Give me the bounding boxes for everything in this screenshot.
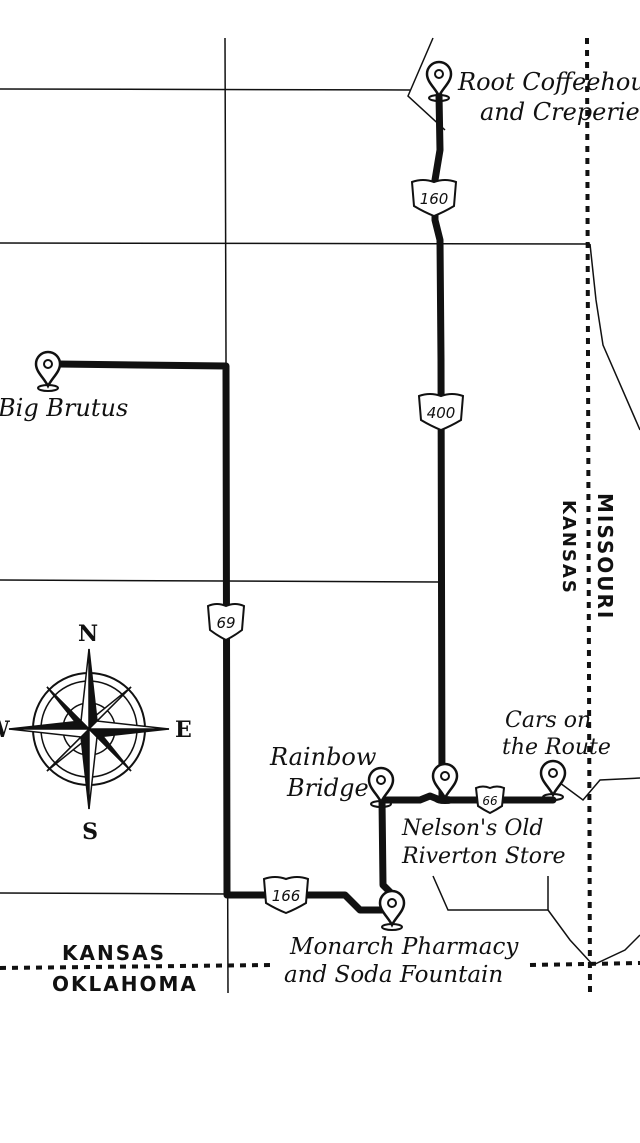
root-coffeehouse-label-line2: and Creperie bbox=[480, 98, 640, 126]
kansas-south-label: KANSAS bbox=[62, 941, 166, 965]
shield-route66: 66 bbox=[474, 785, 506, 815]
cars-on-the-route-label-line2: the Route bbox=[502, 735, 611, 760]
compass-north-label: N bbox=[78, 621, 98, 647]
rainbow-bridge-label-line1: Rainbow bbox=[269, 743, 377, 771]
missouri-label: MISSOURI bbox=[593, 493, 617, 620]
kansas-east-label: KANSAS bbox=[558, 500, 579, 595]
shield-us166: 166 bbox=[262, 876, 310, 915]
pin-cars-on-the-route-icon[interactable] bbox=[539, 759, 567, 801]
oklahoma-label: OKLAHOMA bbox=[52, 972, 198, 996]
cars-on-the-route-label-line1: Cars on bbox=[505, 708, 591, 733]
monarch-pharmacy-label-line1: Monarch Pharmacy bbox=[289, 934, 519, 960]
us160-route bbox=[431, 91, 446, 804]
rainbow-bridge-label-line2: Bridge bbox=[286, 774, 369, 802]
shield-us69: 69 bbox=[206, 603, 246, 642]
pin-root-coffeehouse-icon[interactable] bbox=[425, 60, 453, 102]
shield-us160-label: 160 bbox=[420, 190, 449, 208]
shield-us400-label: 400 bbox=[427, 404, 456, 422]
shield-us400: 400 bbox=[417, 393, 465, 432]
shield-route66-label: 66 bbox=[482, 794, 498, 808]
monarch-pharmacy-label-line2: and Soda Fountain bbox=[284, 962, 503, 988]
root-coffeehouse-label-line1: Root Coffeehouse bbox=[457, 68, 640, 96]
nelsons-store-label-line2: Riverton Store bbox=[401, 844, 566, 869]
state-borders bbox=[0, 37, 640, 996]
nelsons-store-label-line1: Nelson's Old bbox=[401, 816, 544, 841]
compass-east-label: E bbox=[175, 717, 192, 743]
pin-monarch-pharmacy-icon[interactable] bbox=[378, 889, 406, 931]
pin-rainbow-bridge-icon[interactable] bbox=[367, 766, 395, 808]
big-brutus-label: Big Brutus bbox=[0, 394, 128, 422]
route66-road bbox=[378, 792, 557, 804]
pin-nelsons-store-icon[interactable] bbox=[431, 762, 459, 804]
compass-west-label: W bbox=[0, 717, 10, 743]
us166-route bbox=[378, 796, 394, 896]
compass-rose-icon: N S E W bbox=[0, 621, 192, 845]
shield-us69-label: 69 bbox=[216, 614, 235, 632]
compass-south-label: S bbox=[82, 819, 98, 845]
shield-us160: 160 bbox=[410, 179, 458, 218]
shield-us166-label: 166 bbox=[272, 887, 301, 905]
pin-big-brutus-icon[interactable] bbox=[34, 350, 62, 392]
